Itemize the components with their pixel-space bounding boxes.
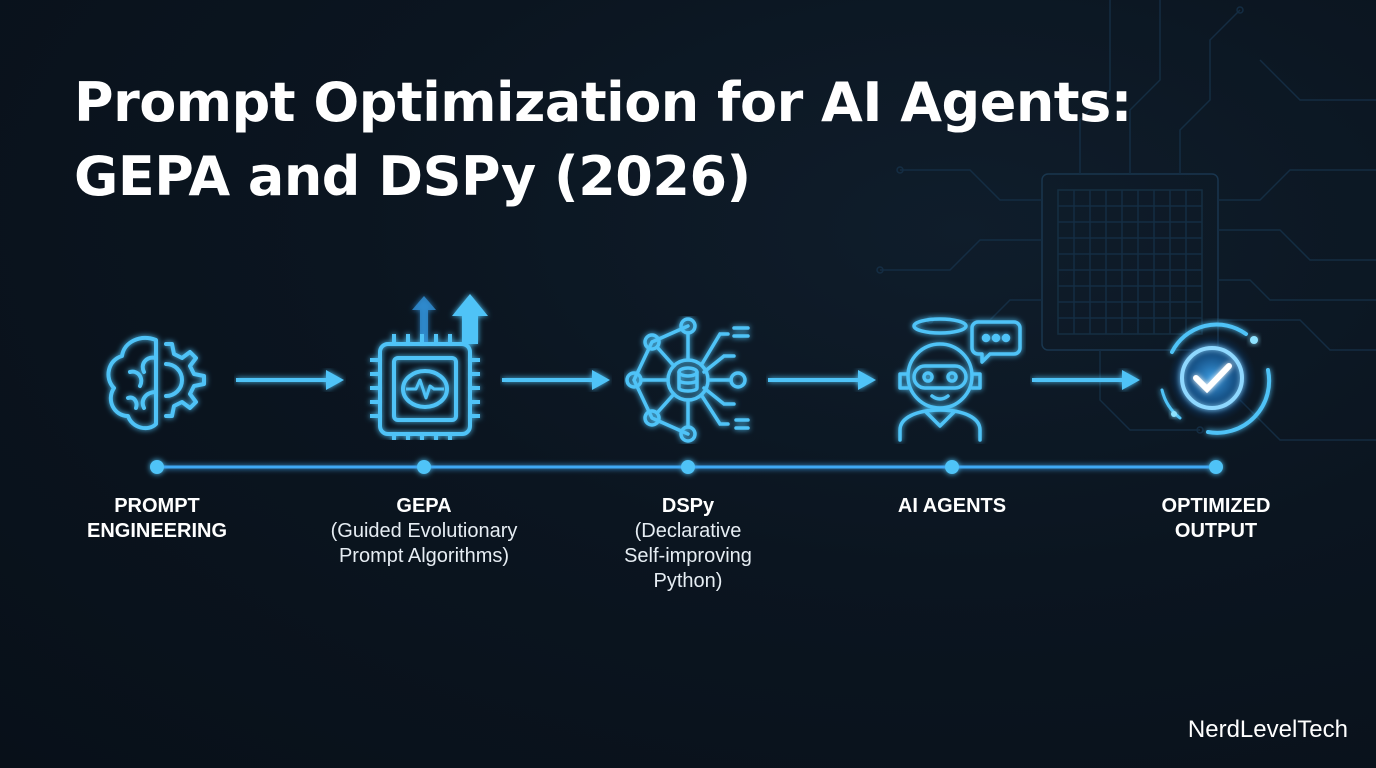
- checkmark-circle-icon: [1160, 322, 1272, 435]
- brain-gear-icon: [106, 336, 206, 431]
- title-line-1: Prompt Optimization for AI Agents:: [74, 71, 1132, 134]
- brand-watermark: NerdLevelTech: [1187, 716, 1348, 743]
- step-label-dspy: DSPy (Declarative Self-improving Python): [548, 494, 828, 594]
- step-label-gepa: GEPA (Guided Evolutionary Prompt Algorit…: [284, 494, 564, 569]
- step-2-name: GEPA: [396, 495, 452, 517]
- step-1-name: PROMPT: [114, 495, 200, 517]
- page-title: Prompt Optimization for AI Agents: GEPA …: [74, 66, 1132, 214]
- flow-arrow-2: [502, 370, 610, 390]
- step-1-name-line-2: ENGINEERING: [86, 520, 228, 542]
- step-3-sub-line-2: Self-improving: [624, 545, 752, 567]
- step-2-sub-line-2: Prompt Algorithms): [338, 545, 510, 567]
- robot-agent-icon: [898, 317, 1022, 442]
- step-5-name: OPTIMIZED: [1161, 495, 1271, 517]
- flow-arrow-1: [236, 370, 344, 390]
- step-label-ai-agents: AI AGENTS: [812, 494, 1092, 519]
- title-line-2: GEPA and DSPy (2026): [74, 145, 751, 208]
- step-label-prompt-engineering: PROMPT ENGINEERING: [17, 494, 297, 544]
- flow-arrow-4: [1032, 370, 1140, 390]
- step-5-name-line-2: OUTPUT: [1174, 520, 1258, 542]
- chip-brain-icon: [370, 294, 488, 440]
- network-database-icon: [625, 317, 750, 443]
- step-3-sub-line-3: Python): [653, 570, 723, 592]
- flow-arrow-3: [768, 370, 876, 390]
- step-2-sub-line-1: (Guided Evolutionary: [330, 520, 518, 542]
- step-3-name: DSPy: [661, 495, 715, 517]
- step-3-sub-line-1: (Declarative: [634, 520, 742, 542]
- step-label-optimized-output: OPTIMIZED OUTPUT: [1076, 494, 1356, 544]
- step-4-name: AI AGENTS: [897, 495, 1007, 517]
